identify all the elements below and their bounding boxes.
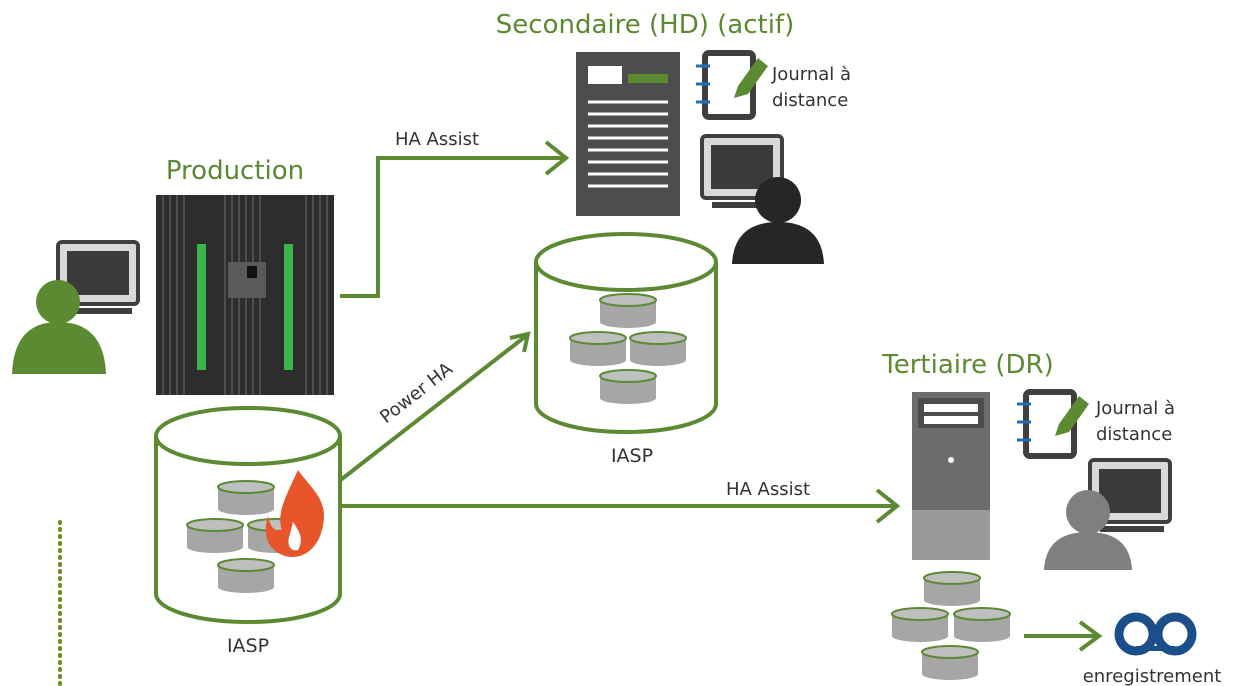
- production-iasp-label: IASP: [227, 635, 269, 657]
- tertiary-journal-icon: [1017, 389, 1089, 459]
- tertiary-disks-icon: [891, 571, 1011, 681]
- tertiary-server-icon: [912, 392, 990, 560]
- secondary-journal-icon: [696, 50, 768, 120]
- secondary-iasp-icon: [534, 232, 718, 434]
- secondary-server-icon: [576, 52, 680, 216]
- production-server-icon: [156, 195, 334, 395]
- tape-icon: [1114, 612, 1197, 656]
- tertiary-user-body-icon: [1044, 532, 1132, 570]
- production-user-body-icon: [12, 322, 106, 374]
- tertiary-user: [1044, 458, 1172, 570]
- secondary-iasp-label: IASP: [611, 445, 653, 467]
- production-user-head-icon: [36, 280, 80, 324]
- power-ha-label: Power HA: [376, 358, 457, 428]
- ha-assist-bottom-label: HA Assist: [726, 479, 810, 500]
- tertiary-journal-line2: distance: [1096, 424, 1172, 445]
- secondary-title: Secondaire (HD) (actif): [496, 10, 794, 40]
- secondary-journal-line1: Journal à: [771, 64, 851, 85]
- production-user: [12, 240, 140, 374]
- backup-label: enregistrement: [1083, 666, 1222, 686]
- production-iasp-icon: [154, 406, 342, 624]
- fire-icon: [265, 470, 324, 557]
- secondary-user-body-icon: [732, 222, 824, 264]
- ha-assist-top-label: HA Assist: [395, 129, 479, 150]
- secondary-journal-line2: distance: [772, 90, 848, 111]
- ha-assist-bottom-link: [340, 488, 901, 524]
- tertiary-journal-line1: Journal à: [1095, 398, 1175, 419]
- tertiary-title: Tertiaire (DR): [881, 350, 1053, 380]
- secondary-user-head-icon: [755, 177, 801, 223]
- power-ha-link: [336, 331, 531, 484]
- backup-arrow: [1024, 620, 1103, 652]
- secondary-user: [700, 134, 824, 264]
- production-title: Production: [166, 156, 304, 186]
- ha-assist-top-link: [340, 140, 570, 298]
- tertiary-user-head-icon: [1066, 490, 1110, 534]
